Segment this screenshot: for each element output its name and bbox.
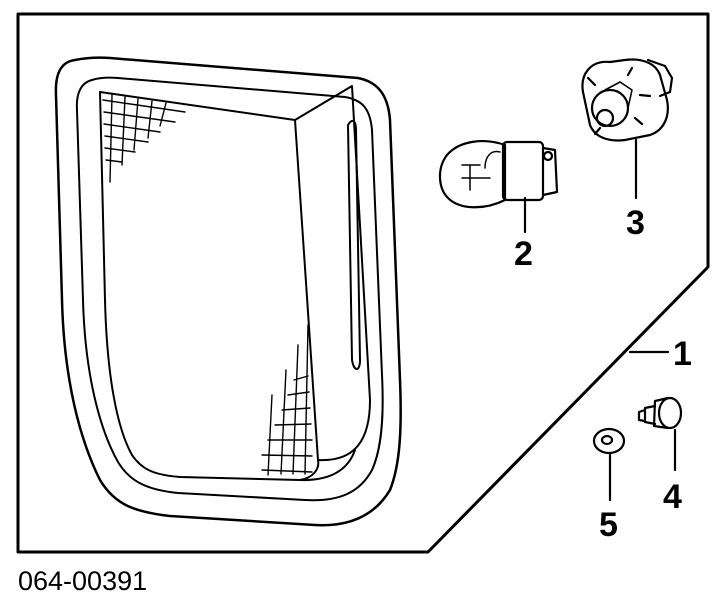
part-number: 064-00391 (18, 566, 147, 596)
lamp-lens-edge (99, 91, 356, 482)
callout-3: 3 (626, 204, 645, 242)
bulb-pin (542, 150, 554, 162)
lamp-side-wedge (294, 85, 371, 462)
grommet-part-4 (637, 396, 683, 430)
lamp-reflector-slot (347, 119, 361, 370)
socket-part-3 (581, 58, 674, 142)
grommet-shank (643, 404, 657, 426)
lamp-outer-rim (54, 56, 402, 527)
lamp-inner-rim (75, 76, 384, 502)
bulb-base (501, 140, 545, 202)
socket-flange (646, 58, 674, 98)
bulb-filament (461, 164, 491, 191)
bulb-tip (541, 146, 559, 197)
callout-2: 2 (514, 235, 533, 273)
socket-cap-inner (595, 108, 615, 128)
callout-5: 5 (599, 506, 618, 544)
grommet-head (657, 396, 683, 430)
socket-lugs (586, 66, 652, 136)
socket-ridge (604, 81, 633, 109)
washer-hole (600, 434, 614, 446)
diagram-border-panel (16, 12, 710, 554)
lamp-housing-assembly (54, 56, 402, 527)
bulb-part-2 (438, 140, 559, 209)
socket-outer-body (581, 58, 669, 142)
lens-hatch-top-left (102, 94, 186, 183)
bulb-highlight (484, 150, 501, 169)
bulb-glass (438, 140, 507, 209)
lamp-lens-face (99, 91, 320, 481)
lens-hatch-bottom-right (261, 324, 313, 476)
callout-1: 1 (673, 335, 692, 373)
washer-part-5 (592, 427, 626, 455)
washer-outer (592, 427, 626, 455)
callout-4: 4 (663, 478, 682, 516)
grommet-body (652, 396, 670, 430)
grommet-tip (637, 408, 647, 423)
